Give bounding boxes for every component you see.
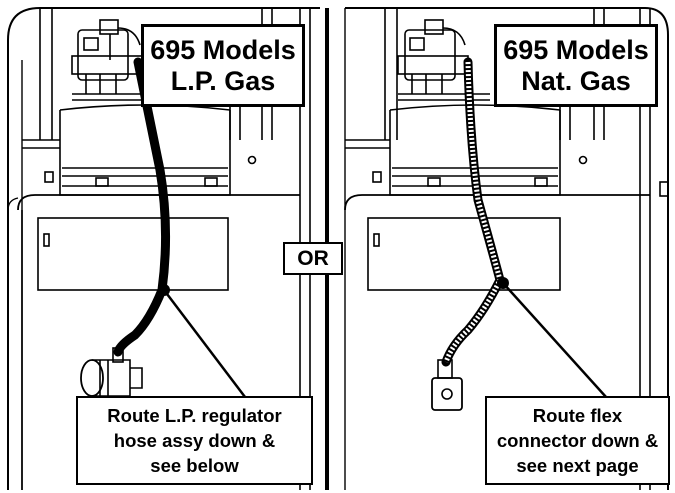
lp-callout-line3: see below: [150, 455, 239, 476]
or-label-box: OR: [283, 242, 343, 275]
flex-connector-fill: [443, 61, 503, 363]
lp-title-line2: L.P. Gas: [170, 65, 276, 96]
or-label: OR: [297, 246, 329, 270]
lp-leader-line: [163, 289, 246, 398]
lp-callout-line1: Route L.P. regulator: [107, 405, 282, 426]
lp-title-line1: 695 Models: [150, 34, 296, 65]
nat-instruction-callout: Route flex connector down & see next pag…: [485, 396, 670, 485]
lp-instruction-callout: Route L.P. regulator hose assy down & se…: [76, 396, 313, 485]
nat-gas-fitting-drawing: [431, 359, 463, 411]
nat-leader-line: [502, 282, 607, 398]
nat-title-box: 695 Models Nat. Gas: [494, 24, 658, 107]
lp-title-box: 695 Models L.P. Gas: [141, 24, 305, 107]
nat-title-line2: Nat. Gas: [521, 65, 631, 96]
nat-callout-line1: Route flex: [532, 405, 623, 426]
nat-title-line1: 695 Models: [503, 34, 649, 65]
nat-callout-line3: see next page: [516, 455, 639, 476]
lp-callout-line2: hose assy down &: [113, 430, 276, 451]
nat-callout-line2: connector down &: [496, 430, 659, 451]
lp-hose: [113, 57, 171, 357]
lp-regulator-drawing: [80, 347, 143, 397]
flex-connector-outline: [441, 57, 505, 367]
